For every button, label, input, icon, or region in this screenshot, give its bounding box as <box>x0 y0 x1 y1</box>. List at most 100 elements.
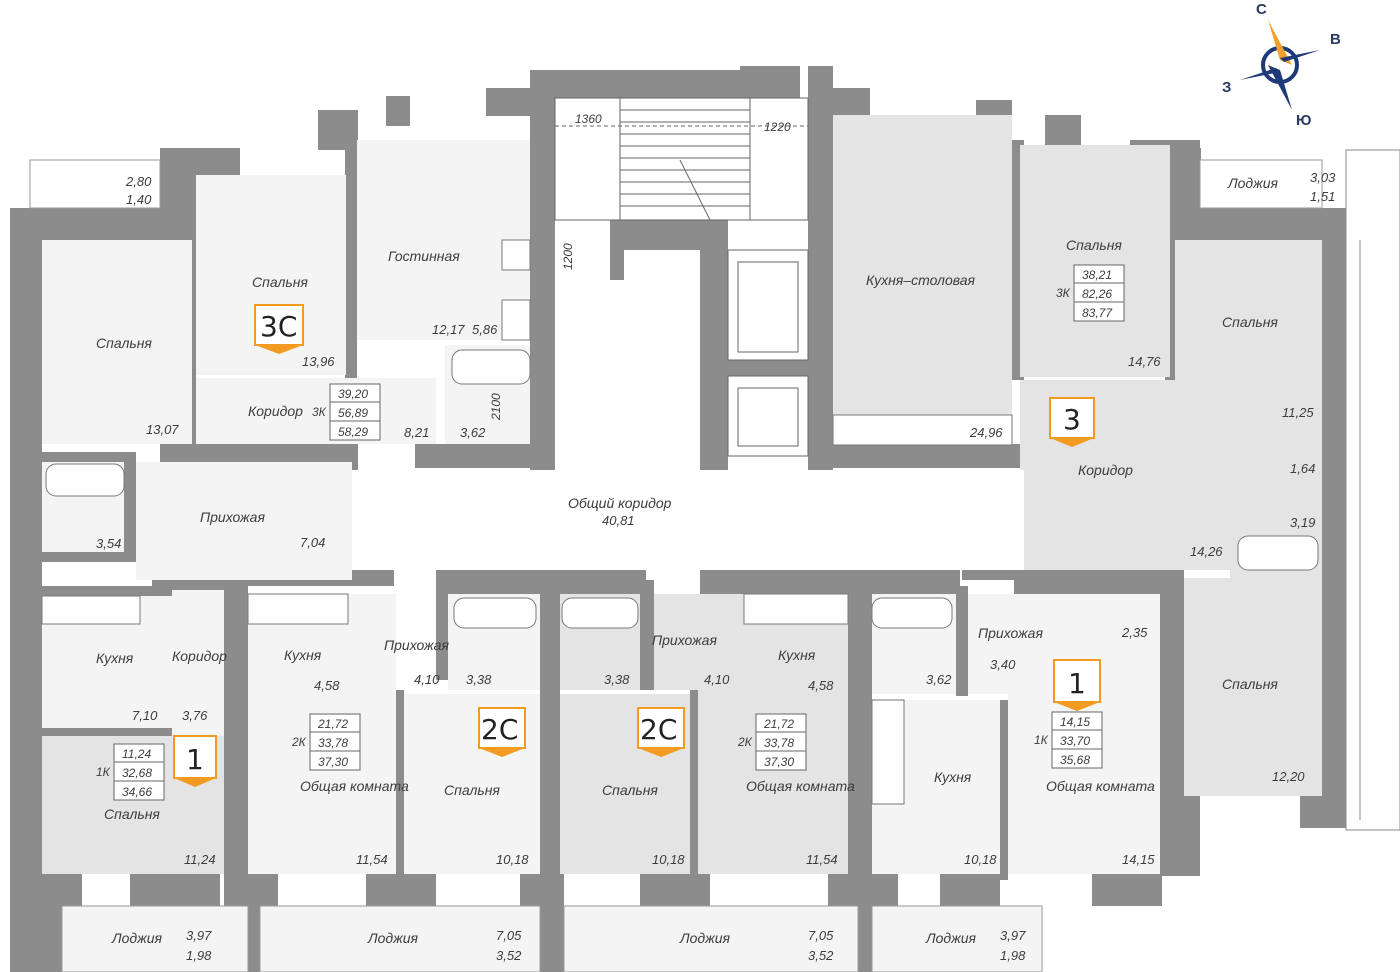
living-area: 21,72 <box>317 717 348 731</box>
apartment-tag-a2[interactable]: 3 <box>1049 397 1095 447</box>
living-area: 14,15 <box>1060 715 1090 729</box>
room-area: 40,81 <box>602 513 635 528</box>
total-area-loggia: 37,30 <box>318 755 348 769</box>
living-area: 39,20 <box>338 387 368 401</box>
apartment-type: 2К <box>291 735 307 749</box>
compass-south: Ю <box>1296 112 1311 129</box>
summary-box-a5: 2К 21,72 33,78 37,30 <box>737 713 807 771</box>
room-area: 11,54 <box>356 852 388 867</box>
room-area: 10,18 <box>652 852 685 867</box>
room-label: Прихожая <box>978 625 1043 641</box>
facade-edge <box>1345 149 1400 831</box>
room-label: Прихожая <box>384 637 449 653</box>
room-label: Кухня <box>284 647 322 663</box>
room-label: Общий коридор <box>568 495 672 511</box>
room-area: 7,04 <box>300 535 325 550</box>
room-area: 3,38 <box>466 672 492 687</box>
loggia-area: 1,98 <box>1000 948 1026 963</box>
total-area: 82,26 <box>1082 287 1112 301</box>
room-label: Спальня <box>444 782 500 798</box>
room-area: 3,40 <box>990 657 1016 672</box>
apartment-tags[interactable]: 3С 3 1 2С 2С 1 <box>173 304 1101 787</box>
room-label: Спальня <box>104 806 160 822</box>
room-label: Общая комната <box>300 778 409 794</box>
room-label: Коридор <box>172 648 227 664</box>
room-area: 12,17 <box>432 322 465 337</box>
room-label: Гостинная <box>388 248 460 264</box>
loggia-area: 2,80 <box>125 174 152 189</box>
loggia-area: 3,97 <box>186 928 212 943</box>
apartment-tag-a1[interactable]: 3С <box>254 304 304 354</box>
room-area: 11,54 <box>806 852 838 867</box>
apartment-type: 3К <box>312 405 327 419</box>
apartment-tag-a5[interactable]: 2С <box>637 707 685 757</box>
room-label: Общая комната <box>1046 778 1155 794</box>
room-area: 3,19 <box>1290 515 1315 530</box>
loggia-area: 3,97 <box>1000 928 1026 943</box>
total-area: 32,68 <box>122 766 152 780</box>
loggia-area: 3,52 <box>496 948 522 963</box>
room-label: Общая комната <box>746 778 855 794</box>
compass-rose-icon: С В Ю З <box>1222 1 1341 129</box>
loggia-area: 1,51 <box>1310 189 1335 204</box>
staircase <box>555 98 808 447</box>
room-area: 13,96 <box>302 354 335 369</box>
apartment-tag-a3[interactable]: 1 <box>173 735 217 787</box>
room-area: 2,35 <box>1121 625 1148 640</box>
dimension-label: 1360 <box>575 112 602 126</box>
room-area: 1,64 <box>1290 461 1315 476</box>
room-area: 5,86 <box>472 322 498 337</box>
apartment-number: 1 <box>186 743 204 776</box>
room-area: 3,62 <box>460 425 486 440</box>
dimension-label: 1220 <box>764 120 791 134</box>
living-area: 21,72 <box>763 717 794 731</box>
room-area: 4,58 <box>314 678 340 693</box>
loggia-area: 3,03 <box>1310 170 1336 185</box>
loggia-label: Лоджия <box>367 930 419 946</box>
room-label: Кухня <box>934 769 972 785</box>
apartment-type: 1К <box>96 765 111 779</box>
room-area: 11,24 <box>184 852 216 867</box>
summary-box-a4: 2К 21,72 33,78 37,30 <box>291 713 361 771</box>
summary-box-a2: 3К 38,21 82,26 83,77 <box>1056 264 1125 322</box>
room-label: Спальня <box>1066 237 1122 253</box>
summary-box-a1: 3К 39,20 56,89 58,29 <box>312 383 381 441</box>
total-area: 33,78 <box>318 736 348 750</box>
loggia-label: Лоджия <box>1227 175 1279 191</box>
apartment-summaries: 3К 39,20 56,89 58,29 3К 38,21 82,26 83,7… <box>96 264 1125 801</box>
room-area: 12,20 <box>1272 769 1305 784</box>
apartment-tag-a6[interactable]: 1 <box>1053 659 1101 711</box>
room-area: 14,26 <box>1190 544 1223 559</box>
dimension-label: 2100 <box>489 393 503 421</box>
summary-box-a6: 1К 14,15 33,70 35,68 <box>1034 711 1103 769</box>
apartment-tag-a4[interactable]: 2С <box>478 707 526 757</box>
apartment-number: 2С <box>481 713 518 746</box>
compass-west: З <box>1222 79 1231 96</box>
room-area: 3,76 <box>182 708 208 723</box>
room-label: Прихожая <box>200 509 265 525</box>
loggia-area: 7,05 <box>496 928 522 943</box>
room-area: 3,54 <box>96 536 121 551</box>
loggia-area: 3,52 <box>808 948 834 963</box>
loggia-labels: 2,80 1,40 Лоджия 3,03 1,51 Лоджия 3,97 1… <box>111 170 1336 963</box>
loggia-area: 1,40 <box>126 192 152 207</box>
loggia-label: Лоджия <box>111 930 163 946</box>
living-area: 38,21 <box>1082 268 1112 282</box>
room-area: 14,15 <box>1122 852 1155 867</box>
compass-east: В <box>1330 31 1341 48</box>
room-labels: Спальня 13,07 Спальня 13,96 Гостинная 12… <box>96 237 1315 867</box>
total-area-loggia: 83,77 <box>1082 306 1113 320</box>
fixtures <box>41 239 1319 805</box>
total-area-loggia: 34,66 <box>122 785 152 799</box>
dimensions: 1360 1220 1200 2100 <box>489 112 791 421</box>
room-area: 24,96 <box>969 425 1003 440</box>
total-area-loggia: 35,68 <box>1060 753 1090 767</box>
total-area: 33,78 <box>764 736 794 750</box>
apartment-number: 2С <box>640 713 677 746</box>
room-area: 4,10 <box>414 672 440 687</box>
apartment-type: 3К <box>1056 286 1071 300</box>
apartment-number: 1 <box>1068 667 1086 700</box>
loggia-label: Лоджия <box>679 930 731 946</box>
room-label: Спальня <box>602 782 658 798</box>
